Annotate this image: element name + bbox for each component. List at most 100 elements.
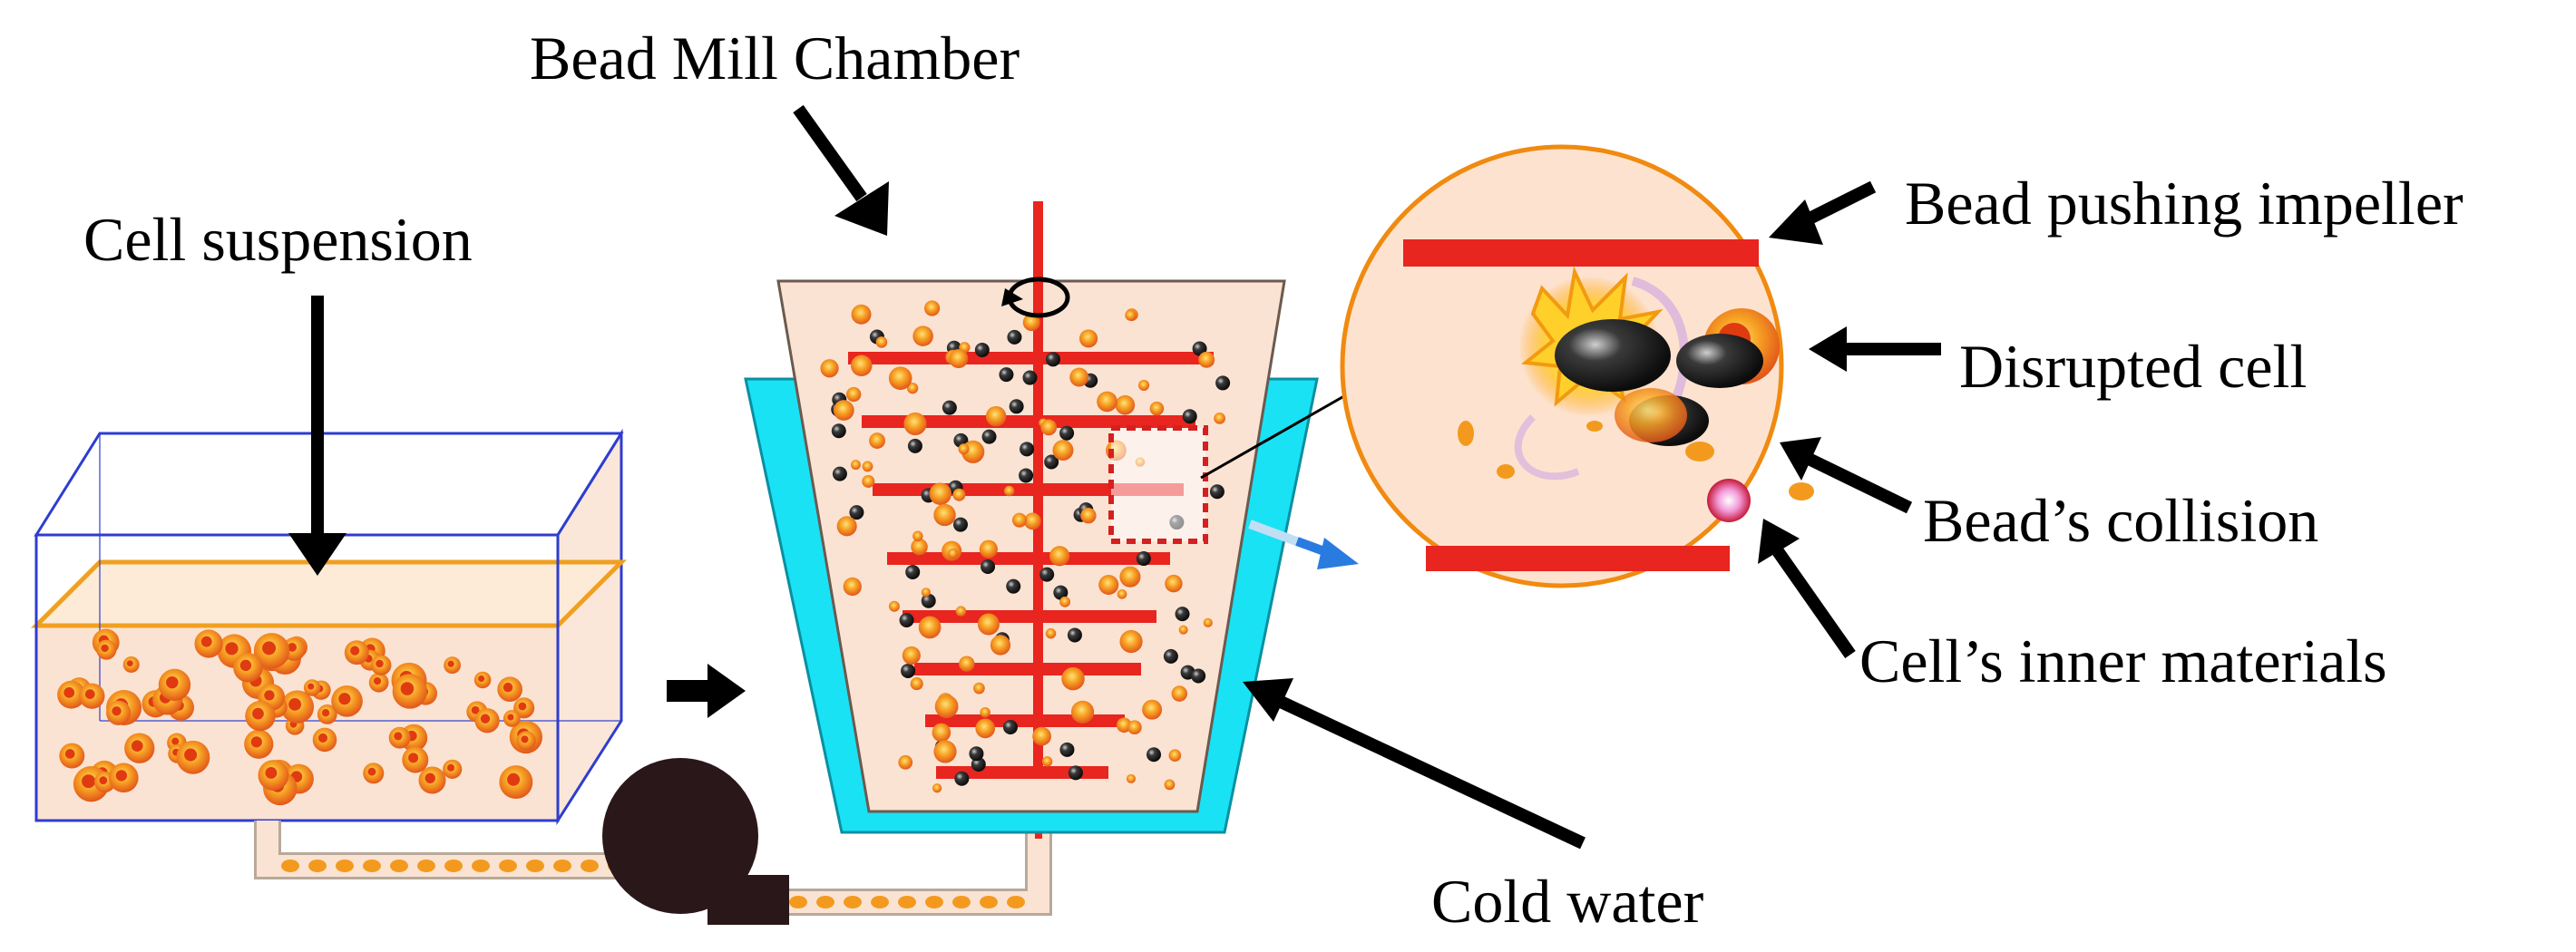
pump (602, 758, 789, 925)
bead (974, 342, 990, 357)
chamber-cell (918, 616, 942, 639)
chamber-cell (1126, 773, 1137, 783)
chamber-cell (1198, 351, 1215, 368)
chamber-cell (1115, 394, 1136, 415)
chamber-cell (843, 577, 862, 597)
chamber-cell (862, 461, 873, 472)
bead (1191, 668, 1206, 684)
cell-nucleus (408, 753, 419, 763)
bead (899, 612, 914, 627)
chamber-cell (1022, 314, 1040, 332)
tube-cell (980, 896, 998, 908)
bead (905, 564, 921, 579)
cell-nucleus (367, 767, 376, 776)
chamber-cell (1214, 412, 1225, 424)
cell-nucleus (507, 772, 521, 786)
tank-cells (57, 628, 542, 806)
bead (1006, 578, 1021, 594)
tube-cell (499, 860, 517, 872)
cell-nucleus (63, 686, 75, 698)
bead (981, 429, 997, 444)
chamber-cell (1061, 666, 1085, 691)
chamber-cell (1040, 419, 1058, 436)
bead (1020, 442, 1035, 457)
tube-cell (526, 860, 544, 872)
chamber-cell (1059, 596, 1071, 607)
cell-nucleus (447, 763, 455, 772)
bead (1053, 585, 1068, 600)
cell-nucleus (171, 737, 180, 745)
cell-nucleus (521, 735, 529, 743)
flow-arrow-icon (667, 664, 746, 718)
bead (1019, 468, 1034, 483)
bead (849, 505, 864, 520)
cell-nucleus (373, 676, 382, 685)
bead (942, 400, 957, 415)
cell-nucleus (84, 689, 95, 699)
chamber-cell (921, 588, 931, 597)
chamber-cell (949, 349, 969, 369)
chamber-cell (1069, 367, 1089, 387)
cells-inner-materials-label: Cell’s inner materials (1859, 627, 2387, 695)
tank-top-face (34, 432, 624, 537)
tube-cell (925, 896, 943, 908)
chamber-cell (977, 613, 1000, 636)
disrupted-cell-label: Disrupted cell (1959, 332, 2308, 401)
tube-cell (898, 896, 916, 908)
bead (1044, 454, 1059, 470)
chamber-cell (912, 530, 923, 542)
chamber-cell (952, 488, 966, 501)
tube-cells (281, 860, 626, 872)
chamber-cell (923, 300, 941, 316)
cell-nucleus (478, 675, 485, 683)
cell-nucleus (99, 776, 108, 785)
chamber-cell (933, 740, 957, 763)
bead (981, 559, 996, 574)
bead (952, 517, 968, 532)
chamber-cell (1003, 485, 1015, 497)
cell-nucleus (376, 659, 384, 668)
chamber-cell (1098, 574, 1119, 596)
chamber-cell (888, 366, 912, 390)
chamber-cell (947, 548, 959, 559)
zoom-region-box (1108, 425, 1208, 544)
impeller-blade (887, 552, 1170, 565)
chamber-cell (932, 723, 951, 743)
chamber-cell (975, 718, 996, 739)
chamber-cell (934, 695, 959, 719)
cell-suspension-label: Cell suspension (83, 205, 473, 274)
bead (1068, 765, 1083, 781)
cell-nucleus (264, 690, 275, 701)
chamber-cell (1165, 574, 1183, 593)
tube-cell (789, 896, 807, 908)
cell-nucleus (424, 772, 435, 783)
tube-cell (308, 860, 327, 872)
cell-nucleus (131, 740, 143, 753)
impeller-arrow (1797, 180, 1877, 229)
zoom-impeller-top (1403, 239, 1759, 267)
cell-nucleus (350, 646, 360, 656)
chamber-cell (851, 304, 872, 325)
bead (1009, 399, 1024, 414)
chamber-cells (820, 300, 1225, 793)
inner-materials-arrow (1772, 547, 1856, 659)
impeller-blade (914, 663, 1141, 675)
bead (999, 367, 1014, 383)
chamber-cell (1137, 379, 1150, 391)
cell-nucleus (307, 683, 315, 690)
chamber-cell (851, 460, 861, 471)
tube-cell (336, 860, 354, 872)
cell-nucleus (288, 643, 298, 652)
cell-nucleus (262, 641, 277, 656)
cell-nucleus (101, 644, 109, 653)
cell-nucleus (394, 732, 403, 741)
liquid-surface (30, 559, 628, 628)
chamber-cell (1203, 617, 1213, 627)
chamber-cell (1127, 720, 1142, 735)
cell-nucleus (64, 749, 75, 759)
tube-cell (952, 896, 971, 908)
chamber-cell (1142, 699, 1163, 720)
cell-nucleus (115, 770, 128, 782)
tube-cell (281, 860, 299, 872)
cell-nucleus (507, 714, 514, 721)
